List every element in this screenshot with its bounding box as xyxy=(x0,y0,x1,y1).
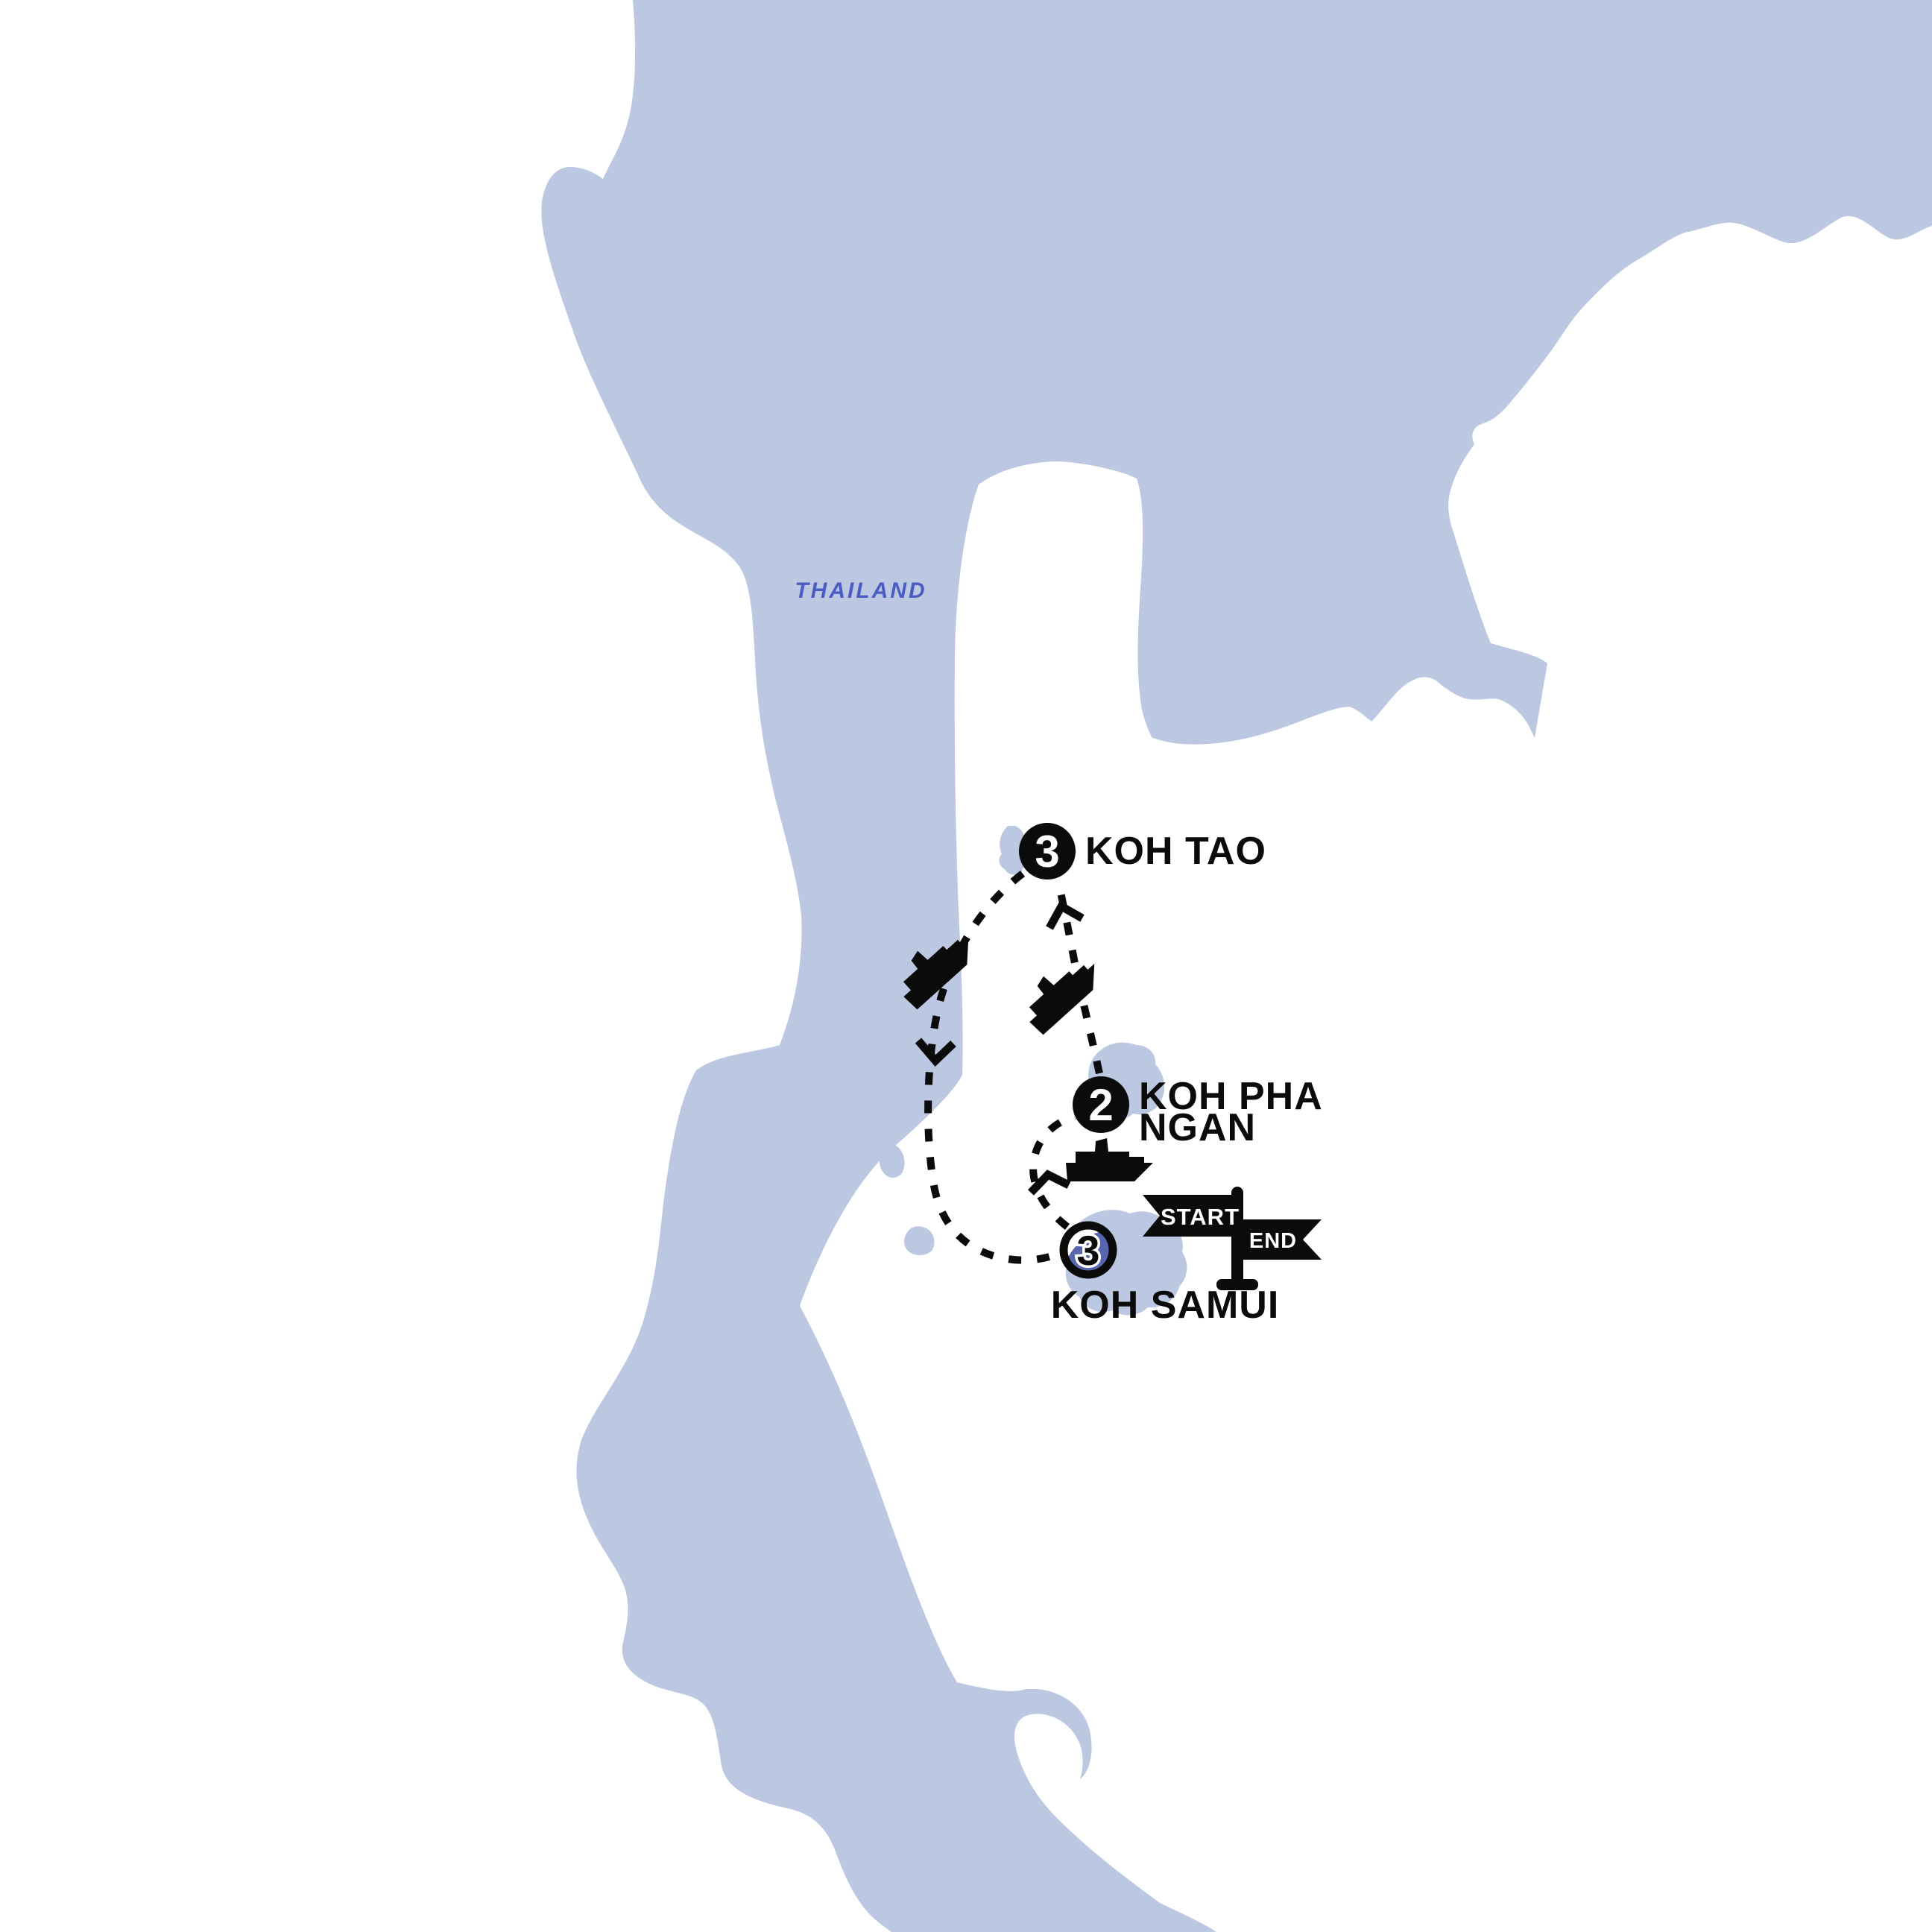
ang-thong-islet xyxy=(884,1085,894,1097)
end-flag xyxy=(1237,1219,1322,1260)
start-flag xyxy=(1143,1195,1237,1237)
ang-thong-islet xyxy=(883,1121,892,1136)
marker-koh-pha-ngan[interactable]: 2 KOH PHA NGAN xyxy=(1073,1075,1323,1149)
route-arrow-icon xyxy=(915,1038,956,1067)
koh-tao-label: KOH TAO xyxy=(1085,830,1266,873)
route-arrow-icon xyxy=(1028,1169,1071,1196)
koh-pha-ngan-nights: 2 xyxy=(1088,1080,1113,1130)
ang-thong-islet xyxy=(904,1226,935,1255)
flag-pole-base xyxy=(1216,1279,1258,1290)
end-flag-label: END xyxy=(1249,1229,1297,1253)
koh-pha-ngan-night-circle xyxy=(1073,1076,1129,1133)
koh-pha-ngan-label-line1: KOH PHA xyxy=(1139,1075,1323,1118)
koh-tao-nights: 3 xyxy=(1035,827,1059,877)
mainland-landmass xyxy=(541,0,1932,1932)
route-koh-samui-to-koh-pha-ngan xyxy=(1029,1113,1076,1230)
route-koh-pha-ngan-to-koh-tao xyxy=(1056,888,1103,1075)
koh-tao-island xyxy=(999,826,1026,875)
koh-samui-label: KOH SAMUI xyxy=(1051,1284,1280,1327)
route-arrow-icon xyxy=(1046,900,1085,930)
marker-koh-samui[interactable]: 3 KOH SAMUI xyxy=(1051,1221,1280,1327)
koh-pha-ngan-label-line2: NGAN xyxy=(1139,1106,1256,1149)
country-label: THAILAND xyxy=(795,578,926,603)
ang-thong-islet xyxy=(880,1144,905,1178)
start-end-flag-icon[interactable]: START END xyxy=(1143,1187,1322,1290)
koh-samui-nights: 3 xyxy=(1076,1227,1099,1274)
ang-thong-islet xyxy=(883,1102,894,1119)
koh-tao-night-circle xyxy=(1019,823,1076,880)
koh-samui-ring xyxy=(1059,1221,1117,1279)
start-flag-label: START xyxy=(1161,1204,1240,1230)
marker-koh-tao[interactable]: 3 KOH TAO xyxy=(1019,823,1266,880)
